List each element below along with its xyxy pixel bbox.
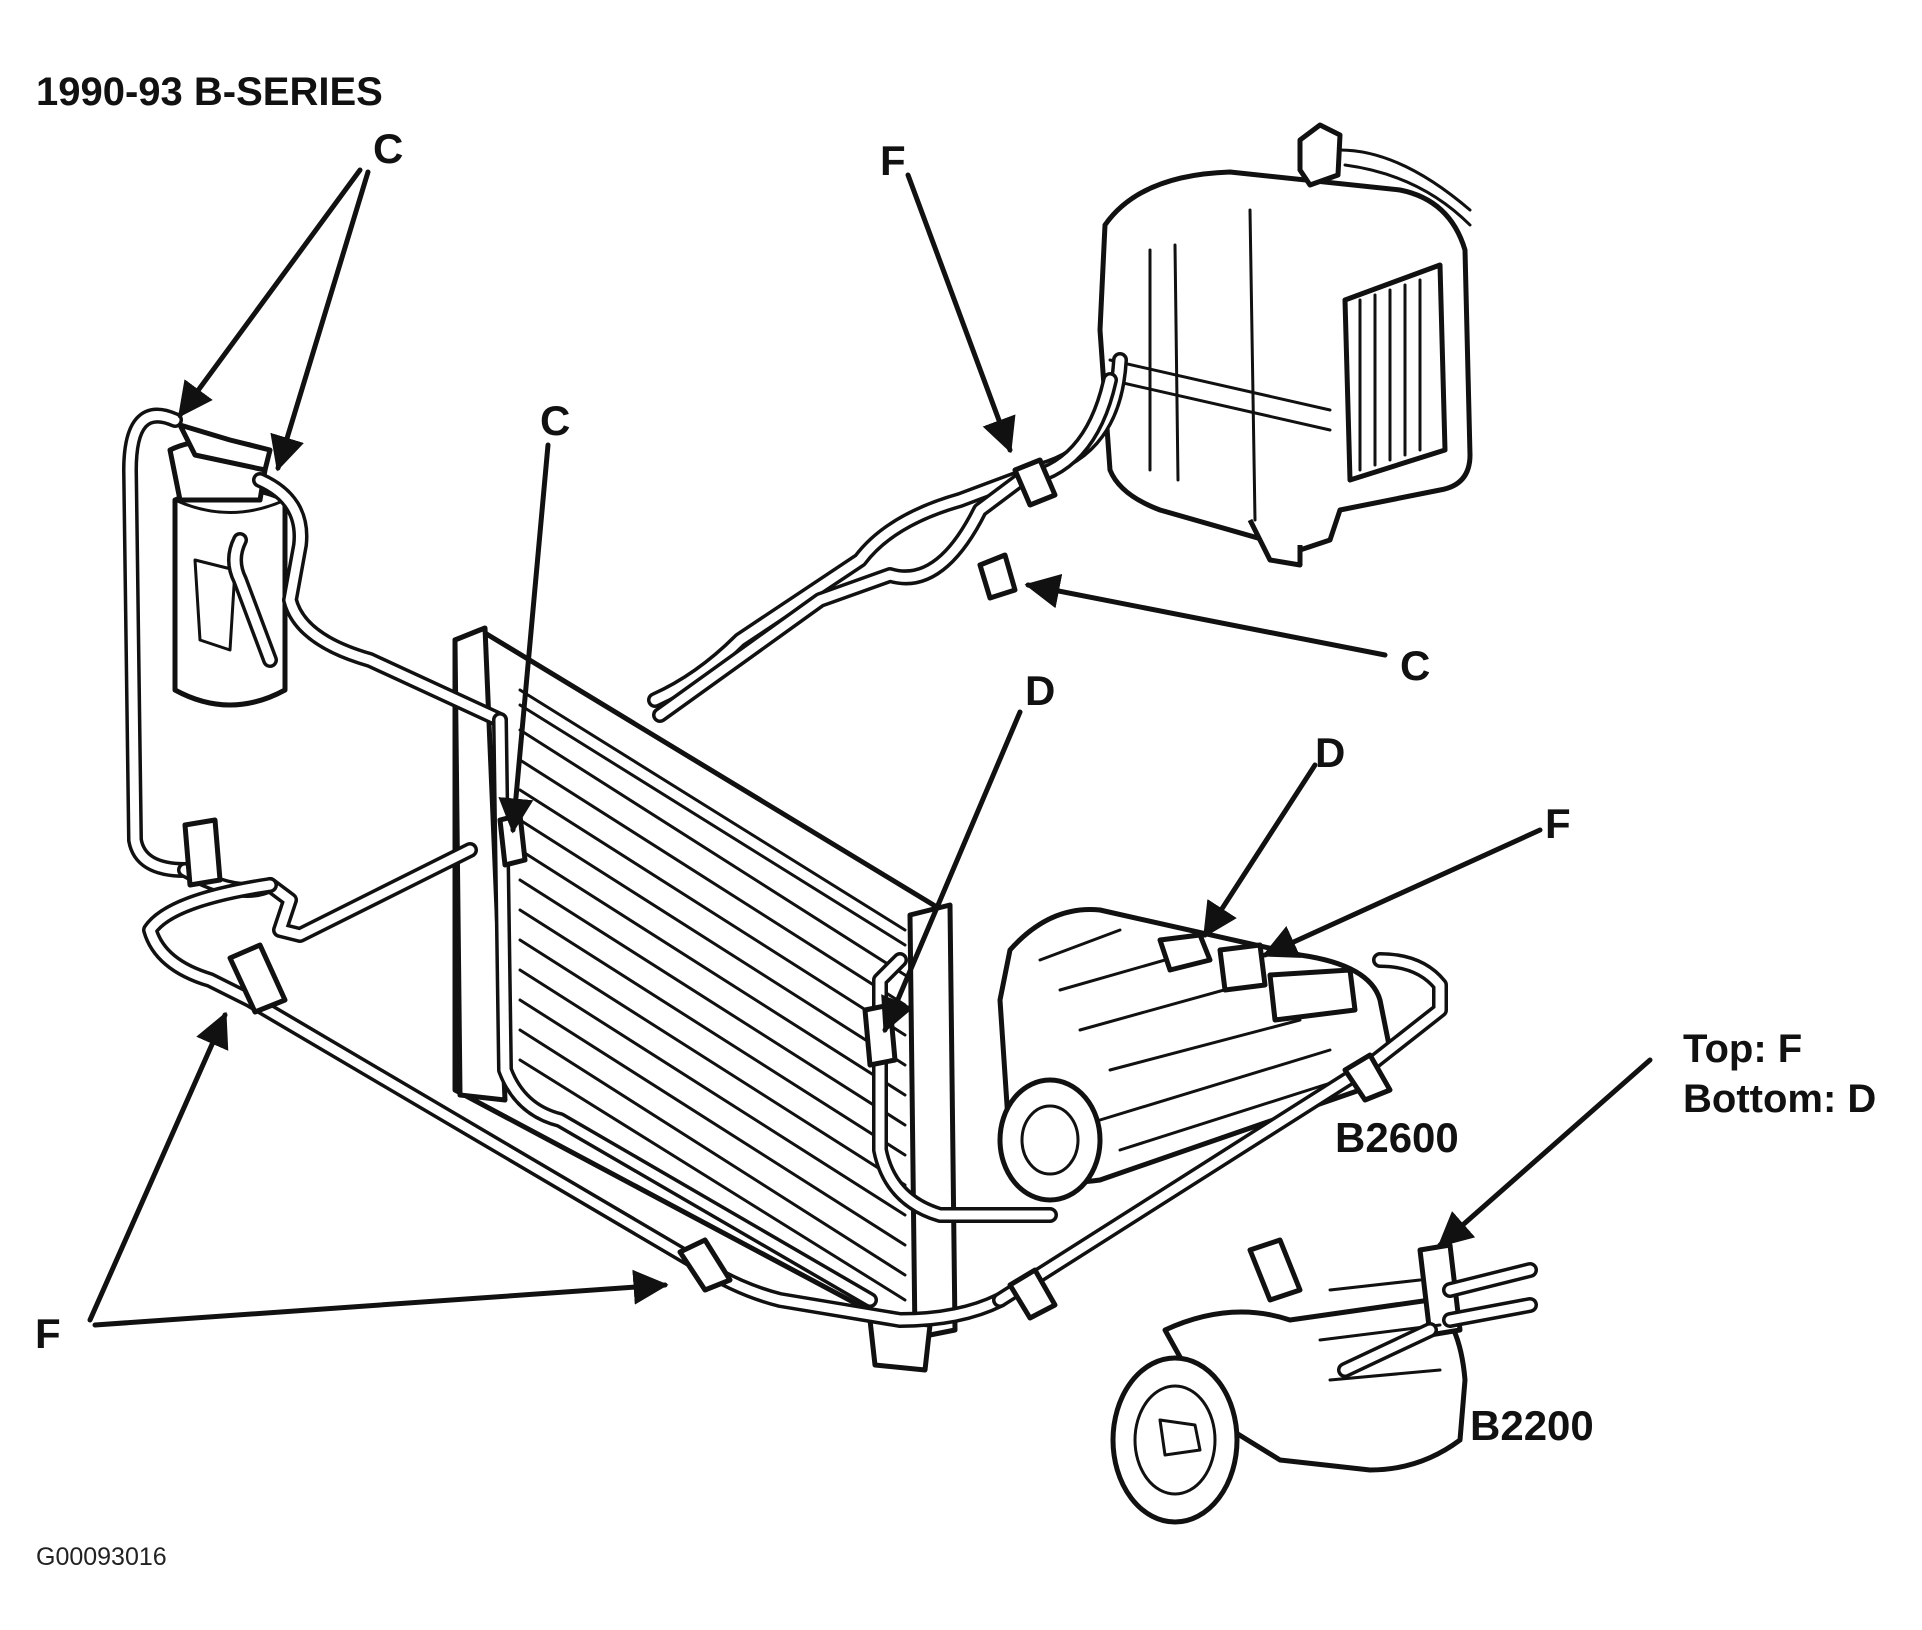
arrow-d-compressor (1202, 762, 1318, 938)
arrow-f-lower-1 (87, 1011, 229, 1323)
arrow-c-evaporator (1024, 573, 1388, 658)
callout-d-compressor: D (1315, 729, 1346, 776)
callout-f-lower-lines: F (35, 1310, 61, 1357)
callout-c-condenser: C (540, 397, 571, 444)
condenser (452, 625, 958, 1373)
arrow-f-compressor (1261, 827, 1543, 958)
callout-f-compressor: F (1545, 800, 1571, 847)
b2200-compressor (1110, 1237, 1538, 1525)
callout-d-condenser-outlet: D (1025, 667, 1056, 714)
diagram-title: 1990-93 B-SERIES (36, 70, 383, 114)
evaporator-case (1097, 122, 1473, 568)
fittings (182, 457, 1393, 1321)
figure-code: G00093016 (36, 1543, 167, 1571)
callout-f-evaporator-line: F (880, 137, 906, 184)
arrow-c-condenser (498, 442, 551, 834)
callout-c-evaporator-line: C (1400, 642, 1431, 689)
model-label-b2200: B2200 (1470, 1402, 1594, 1449)
arrow-f-lower-2 (92, 1269, 669, 1328)
arrow-c-drier-2 (270, 169, 371, 472)
arrow-f-evaporator (905, 172, 1016, 454)
receiver-drier (167, 422, 288, 708)
fitting-note-bottom: Bottom: D (1683, 1077, 1877, 1121)
arrow-d-condenser (881, 709, 1023, 1034)
b2600-compressor (997, 907, 1393, 1203)
fitting-note-top: Top: F (1683, 1027, 1803, 1071)
arrow-b2200-fitting (1437, 1057, 1653, 1248)
arrow-c-drier-1 (177, 167, 363, 418)
callout-arrows (87, 167, 1653, 1328)
model-label-b2600: B2600 (1335, 1114, 1459, 1161)
callout-c-receiver-drier: C (373, 125, 404, 172)
